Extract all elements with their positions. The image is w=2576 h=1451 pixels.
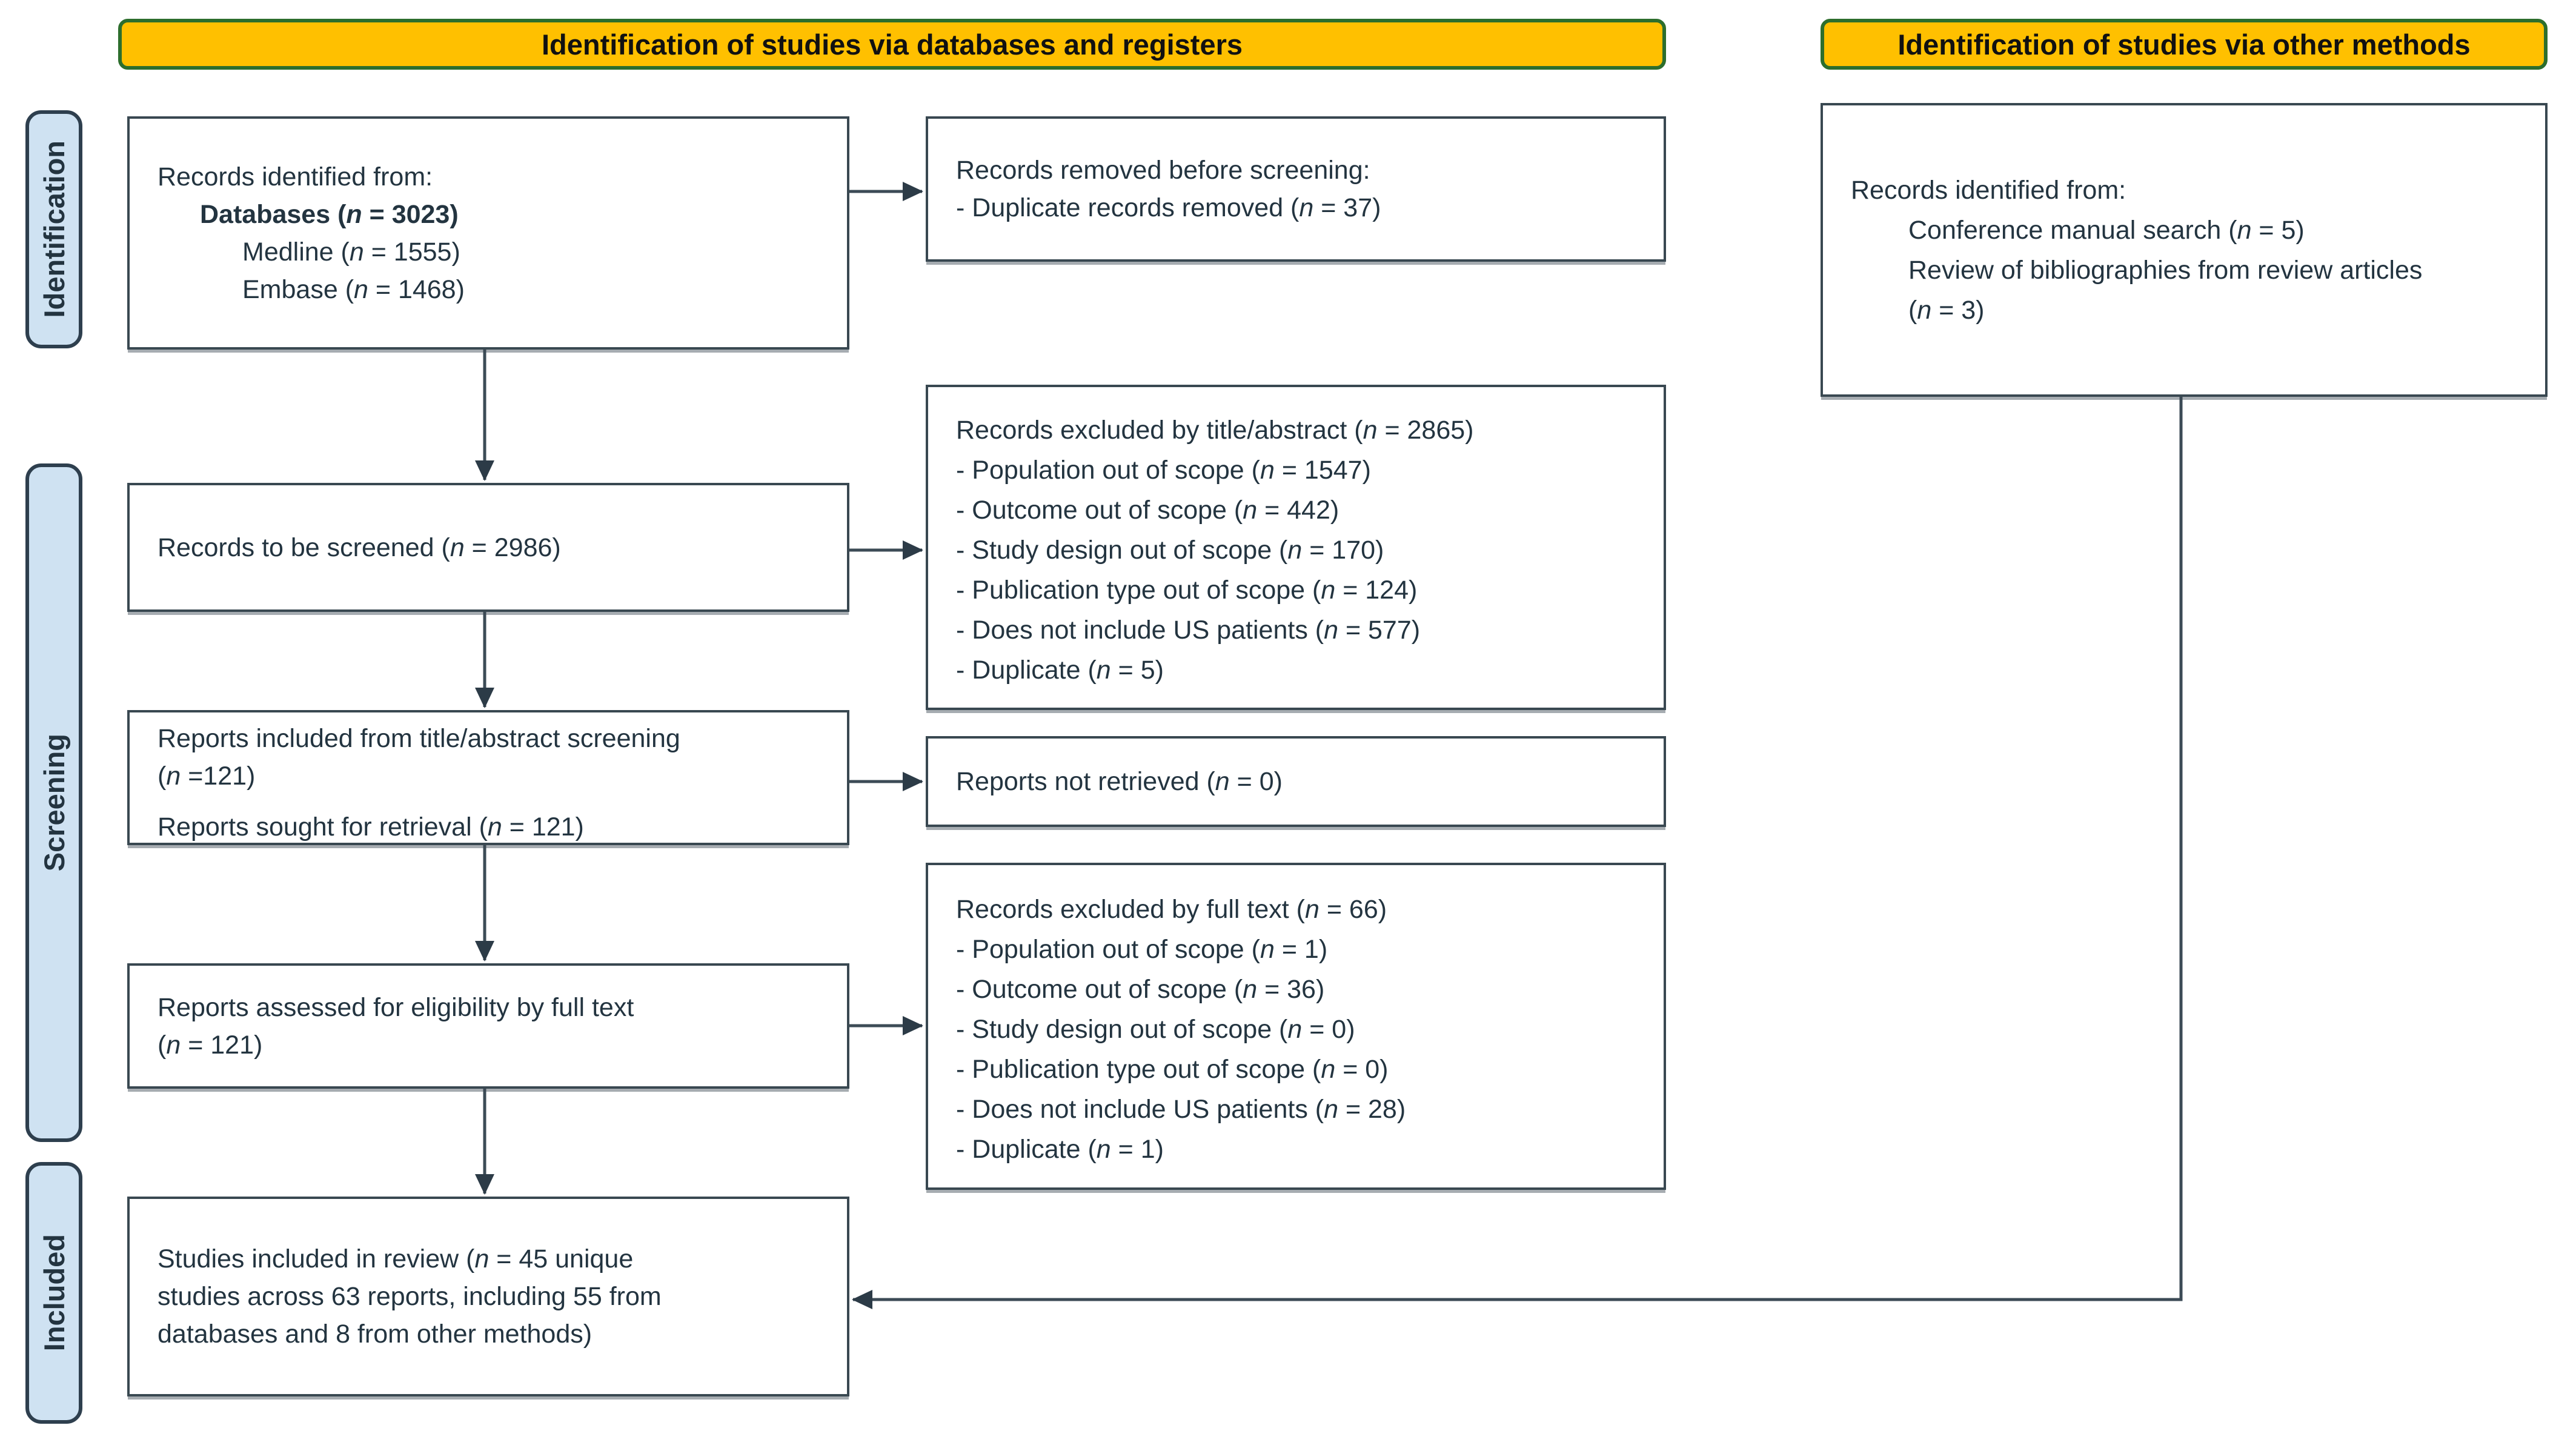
reports-not-retrieved-line: Reports not retrieved (n = 0) <box>956 767 1283 796</box>
stage-identification-label: Identification <box>38 141 70 318</box>
records-removed-line2: - Duplicate records removed (n = 37) <box>956 193 1381 222</box>
other-methods-conference: Conference manual search (n = 5) <box>1908 215 2305 245</box>
other-methods-n3: (n = 3) <box>1908 295 1985 325</box>
excluded-ta-duplicate: - Duplicate (n = 5) <box>956 656 1164 685</box>
banner-other-methods-label: Identification of studies via other meth… <box>1897 28 2471 61</box>
box-reports-not-retrieved: Reports not retrieved (n = 0) <box>926 736 1666 827</box>
box-records-identified: Records identified from: Databases (n = … <box>127 116 849 350</box>
records-identified-embase: Embase (n = 1468) <box>242 274 465 304</box>
stage-screening-label: Screening <box>38 734 70 872</box>
banner-databases-registers: Identification of studies via databases … <box>118 19 1666 70</box>
box-studies-included: Studies included in review (n = 45 uniqu… <box>127 1197 849 1396</box>
reports-assessed-line1: Reports assessed for eligibility by full… <box>158 992 634 1022</box>
studies-included-line1: Studies included in review (n = 45 uniqu… <box>158 1244 634 1273</box>
excluded-ft-outcome: - Outcome out of scope (n = 36) <box>956 975 1325 1004</box>
excluded-ft-population: - Population out of scope (n = 1) <box>956 935 1328 964</box>
excluded-ta-us-patients: - Does not include US patients (n = 577) <box>956 616 1421 645</box>
stage-included: Included <box>25 1162 82 1424</box>
other-methods-line1: Records identified from: <box>1851 175 2126 205</box>
box-excluded-full-text: Records excluded by full text (n = 66) -… <box>926 863 1666 1190</box>
records-identified-databases: Databases (n = 3023) <box>200 199 459 229</box>
excluded-ft-publication-type: - Publication type out of scope (n = 0) <box>956 1055 1389 1084</box>
box-reports-included: Reports included from title/abstract scr… <box>127 710 849 845</box>
excluded-ta-outcome: - Outcome out of scope (n = 442) <box>956 496 1339 525</box>
other-methods-bibliographies: Review of bibliographies from review art… <box>1908 255 2423 285</box>
reports-sought-line: Reports sought for retrieval (n = 121) <box>158 812 584 842</box>
reports-included-line2: (n =121) <box>158 762 256 791</box>
studies-included-line3: databases and 8 from other methods) <box>158 1320 593 1349</box>
records-removed-line1: Records removed before screening: <box>956 156 1370 185</box>
reports-assessed-line2: (n = 121) <box>158 1030 263 1060</box>
reports-included-line1: Reports included from title/abstract scr… <box>158 724 680 753</box>
excluded-ta-header: Records excluded by title/abstract (n = … <box>956 416 1474 445</box>
excluded-ta-publication-type: - Publication type out of scope (n = 124… <box>956 576 1418 605</box>
box-records-removed: Records removed before screening: - Dupl… <box>926 116 1666 262</box>
arrow-other-methods-to-included <box>852 396 2183 1309</box>
banner-databases-registers-label: Identification of studies via databases … <box>541 28 1243 61</box>
box-reports-assessed: Reports assessed for eligibility by full… <box>127 963 849 1089</box>
excluded-ta-study-design: - Study design out of scope (n = 170) <box>956 536 1384 565</box>
records-identified-medline: Medline (n = 1555) <box>242 237 460 267</box>
banner-other-methods: Identification of studies via other meth… <box>1821 19 2548 70</box>
records-identified-line: Records identified from: <box>158 162 433 191</box>
box-other-methods: Records identified from: Conference manu… <box>1821 103 2548 397</box>
excluded-ft-duplicate: - Duplicate (n = 1) <box>956 1135 1164 1164</box>
excluded-ft-study-design: - Study design out of scope (n = 0) <box>956 1015 1355 1044</box>
excluded-ft-header: Records excluded by full text (n = 66) <box>956 895 1387 924</box>
records-to-be-screened-line: Records to be screened (n = 2986) <box>158 533 561 562</box>
stage-identification: Identification <box>25 110 82 348</box>
studies-included-line2: studies across 63 reports, including 55 … <box>158 1282 662 1311</box>
stage-screening: Screening <box>25 463 82 1142</box>
box-excluded-title-abstract: Records excluded by title/abstract (n = … <box>926 385 1666 710</box>
excluded-ft-us-patients: - Does not include US patients (n = 28) <box>956 1095 1406 1124</box>
box-records-to-be-screened: Records to be screened (n = 2986) <box>127 483 849 612</box>
stage-included-label: Included <box>38 1234 70 1352</box>
excluded-ta-population: - Population out of scope (n = 1547) <box>956 456 1371 485</box>
reports-included-spacer <box>130 795 847 808</box>
